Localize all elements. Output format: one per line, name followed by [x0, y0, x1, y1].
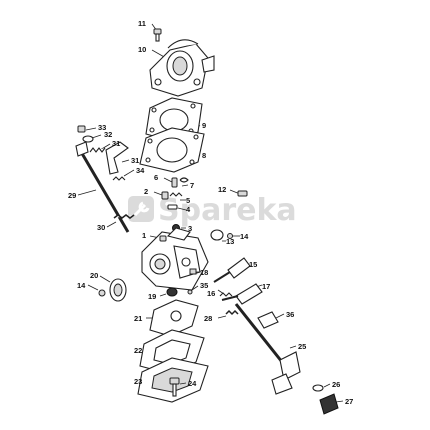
part-2-screw — [153, 191, 169, 200]
callout-19: 18 — [200, 268, 208, 277]
part-8-gasket — [139, 127, 205, 173]
part-18-filter — [159, 287, 178, 297]
callout-12: 12 — [218, 185, 226, 194]
callout-14-right: 14 — [240, 232, 249, 241]
part-6-pin — [163, 177, 178, 188]
callout-2: 2 — [144, 187, 148, 196]
callout-10: 10 — [138, 45, 146, 54]
part-24-screw — [169, 377, 187, 397]
callout-33: 31 — [112, 139, 120, 148]
callout-34: 32 — [104, 130, 112, 139]
callout-26: 30 — [97, 223, 105, 232]
callout-16: 16 — [207, 289, 215, 298]
callout-9: 9 — [202, 121, 206, 130]
callout-31-lower: 35 — [200, 281, 208, 290]
callout-29: 27 — [345, 397, 353, 406]
callout-7: 7 — [190, 181, 194, 190]
part-7-clip — [179, 177, 189, 187]
callout-27: 25 — [298, 342, 306, 351]
part-33-spring — [89, 143, 111, 153]
callout-21: 21 — [134, 314, 142, 323]
callout-22: 22 — [134, 346, 142, 355]
callout-13: 13 — [226, 237, 234, 246]
callout-14-left: 14 — [77, 281, 86, 290]
part-12-screw — [229, 189, 248, 197]
callout-20: 20 — [90, 271, 98, 280]
part-20-diaphragm-cover — [99, 275, 127, 302]
callout-4: 4 — [186, 205, 191, 214]
callout-11: 11 — [138, 19, 146, 28]
part-16-spring — [217, 289, 233, 297]
part-35-screw — [77, 125, 97, 133]
part-31-spring-upper — [112, 169, 135, 181]
part-1-body-screw — [159, 235, 167, 242]
part-36-adjust-screw — [257, 311, 285, 329]
part-25-shaft — [75, 141, 130, 233]
callout-24: 24 — [188, 379, 197, 388]
part-14-screw-right — [227, 233, 240, 239]
callout-36: 36 — [286, 310, 294, 319]
part-29-knob — [319, 393, 344, 415]
part-10-cover — [149, 39, 215, 97]
callout-31-upper: 34 — [136, 166, 145, 175]
callout-30: 28 — [204, 314, 212, 323]
wrench-logo-icon — [128, 196, 154, 222]
part-30-spring — [217, 309, 239, 319]
part-5-spring — [169, 192, 186, 201]
callout-3: 3 — [188, 224, 192, 233]
callout-labels: 11 10 9 8 33 32 31 31 34 29 30 6 7 2 5 4… — [68, 19, 353, 406]
part-32-lever — [105, 141, 130, 175]
part-17-jet — [221, 283, 263, 305]
callout-5: 5 — [186, 196, 190, 205]
part-31-screw-lower — [187, 285, 199, 295]
callout-15: 15 — [249, 260, 257, 269]
callout-17: 17 — [262, 282, 270, 291]
part-4-needle — [167, 204, 187, 211]
part-13-disk — [210, 229, 226, 242]
part-28-washer — [312, 383, 331, 392]
callout-6: 6 — [154, 173, 158, 182]
part-34-washer — [82, 134, 102, 143]
watermark: Spareka — [128, 193, 297, 228]
carburetor-body — [141, 227, 209, 291]
callout-8: 8 — [202, 151, 206, 160]
part-26-spring — [106, 214, 135, 228]
callout-32: 31 — [131, 156, 139, 165]
callout-35: 33 — [98, 123, 106, 132]
callout-1: 1 — [142, 231, 146, 240]
part-27-throttle-shaft — [234, 303, 301, 395]
callout-23: 23 — [134, 377, 142, 386]
callout-18: 19 — [148, 292, 156, 301]
part-11-screw — [151, 23, 162, 42]
callout-28: 26 — [332, 380, 340, 389]
part-15-jet — [213, 257, 251, 283]
callout-25: 29 — [68, 191, 76, 200]
part-19-clip — [189, 268, 200, 275]
part-21-diaphragm — [146, 299, 199, 337]
part-14-screw-left — [87, 284, 106, 297]
watermark-text: Spareka — [158, 193, 297, 228]
